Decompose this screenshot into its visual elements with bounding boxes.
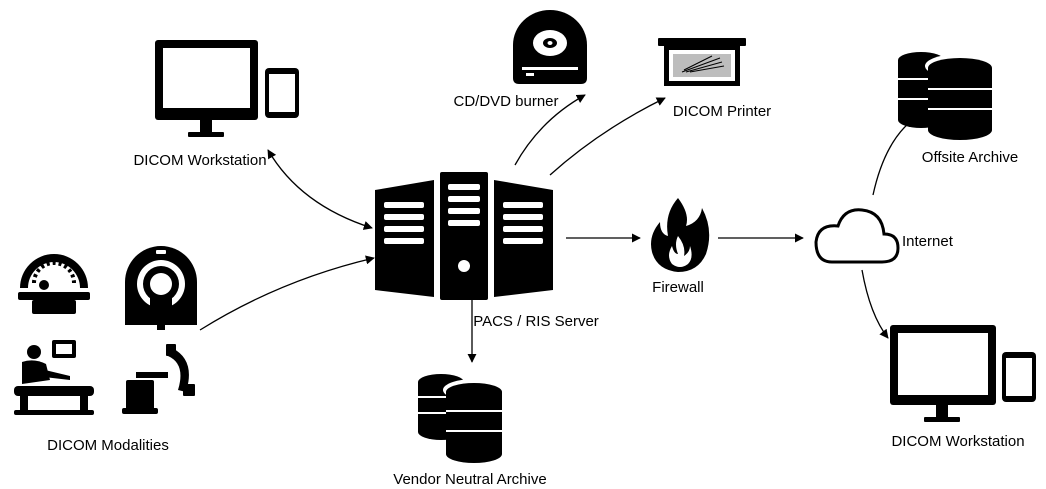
vna-label: Vendor Neutral Archive: [393, 471, 546, 488]
connector-server-cd-burner: [514, 94, 586, 166]
monitor-tablet-icon: [890, 325, 1036, 422]
ct-scanner-icon: [18, 254, 90, 314]
modalities[interactable]: DICOM Modalities: [14, 246, 197, 454]
database-icon: [418, 374, 505, 463]
modalities-label: DICOM Modalities: [47, 437, 169, 454]
connector-modalities-server: [199, 255, 375, 331]
pacs-server-label: PACS / RIS Server: [473, 313, 599, 330]
offsite-archive[interactable]: Offsite Archive: [898, 52, 1018, 166]
flame-icon: [651, 198, 710, 272]
connector-internet-workstation: [861, 269, 889, 339]
disc-burner-icon: [513, 10, 587, 84]
offsite-archive-label: Offsite Archive: [922, 149, 1018, 166]
internet[interactable]: Internet: [814, 208, 954, 264]
printer-label: DICOM Printer: [673, 103, 771, 120]
connector-server-printer: [549, 97, 666, 176]
cd-burner-label: CD/DVD burner: [453, 93, 558, 110]
cloud-icon: [814, 208, 900, 264]
monitor-tablet-icon: [155, 40, 299, 137]
workstation-left-label: DICOM Workstation: [133, 152, 266, 169]
firewall-label: Firewall: [652, 279, 704, 296]
database-icon: [898, 52, 995, 140]
workstation-right[interactable]: DICOM Workstation: [890, 325, 1036, 450]
server-tower-icon: [375, 172, 553, 300]
printer[interactable]: DICOM Printer: [658, 38, 771, 120]
firewall[interactable]: Firewall: [651, 198, 710, 296]
workstation-left[interactable]: DICOM Workstation: [133, 40, 299, 169]
vna[interactable]: Vendor Neutral Archive: [393, 374, 547, 488]
ultrasound-icon: [14, 340, 94, 415]
mri-scanner-icon: [125, 246, 197, 330]
cd-burner[interactable]: CD/DVD burner: [453, 10, 587, 110]
connectors: [199, 94, 916, 363]
internet-label: Internet: [902, 233, 954, 250]
connector-workstation-server: [267, 149, 373, 230]
connector-internet-offsite: [872, 117, 916, 196]
film-printer-icon: [658, 38, 746, 86]
imaging-devices-icon: [14, 246, 197, 415]
pacs-server[interactable]: PACS / RIS Server: [375, 172, 599, 330]
c-arm-icon: [122, 344, 195, 414]
workstation-right-label: DICOM Workstation: [891, 433, 1024, 450]
